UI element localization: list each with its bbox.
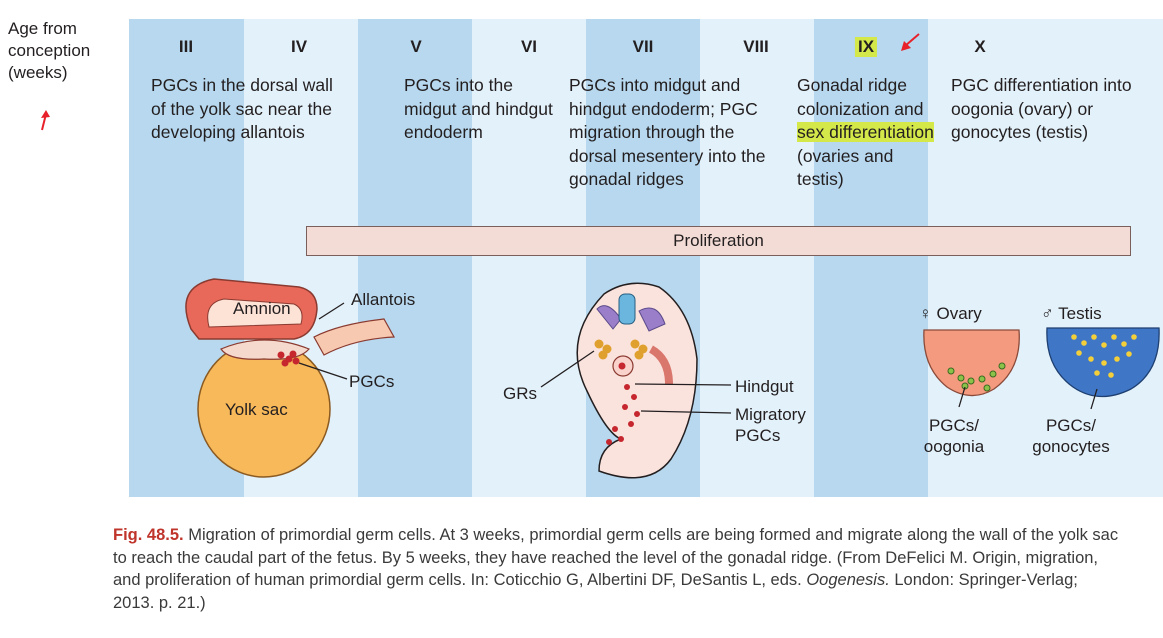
allantois-label: Allantois (351, 290, 416, 309)
week-label-iii: III (178, 37, 194, 56)
caption-text-end: London: Springer-Verlag; 2013. p. 21.) (113, 571, 1078, 612)
pgcs-oogonia-label: PGCs/ oogonia (923, 416, 985, 456)
ovary-label: ♀ Ovary (919, 304, 982, 323)
week-label-ix: IX (854, 37, 878, 57)
caption-italic-title: Oogenesis. (806, 571, 890, 589)
stage-description-3: PGCs into midgut and hindgut endoderm; P… (569, 75, 766, 189)
embryo-illustrations (185, 278, 1160, 479)
figure-number: Fig. 48.5. (113, 526, 184, 544)
age-axis-label: Age from conception (weeks) (8, 19, 91, 82)
week-band-ix (814, 19, 928, 497)
migratory-pgcs-label: Migratory PGCs (735, 405, 806, 445)
pgcs-label: PGCs (349, 372, 395, 391)
week-label-vi: VI (520, 37, 538, 56)
testis-illustration (1046, 327, 1160, 410)
week-label-iv: IV (290, 37, 308, 56)
ovary-illustration (923, 329, 1020, 408)
proliferation-bar: Proliferation (306, 226, 1131, 256)
week-band-viii (700, 19, 814, 497)
week-band-vi (472, 19, 586, 497)
pgcs-gonocytes-label: PGCs/ gonocytes (1032, 416, 1110, 456)
week-label-v: V (410, 37, 422, 56)
fetus-illustration (540, 282, 732, 479)
hindgut-label: Hindgut (735, 377, 794, 396)
figure-caption: Fig. 48.5. Migration of primordial germ … (113, 524, 1123, 614)
week-label-viii: VIII (743, 37, 769, 56)
stage-description-2: PGCs into the midgut and hindgut endoder… (404, 75, 553, 142)
week-band-v (358, 19, 472, 497)
annotation-arrow-icon-week-ix (901, 33, 920, 51)
stage-text-after: (ovaries and testis) (797, 145, 894, 190)
caption-text: Migration of primordial germ cells. At 3… (113, 526, 1119, 589)
grs-label: GRs (503, 384, 537, 403)
stage-description-4: Gonadal ridge colonization and sex diffe… (797, 74, 937, 192)
testis-label: ♂ Testis (1041, 304, 1102, 323)
week-band-x (928, 19, 1163, 497)
amnion-label: Amnion (233, 299, 291, 318)
stage-description-1: PGCs in the dorsal wall of the yolk sac … (151, 75, 333, 142)
stage-description-5: PGC differentiation into oogonia (ovary)… (951, 75, 1132, 142)
stage-text-before: Gonadal ridge colonization and (797, 75, 924, 119)
annotation-arrow-icon (41, 110, 50, 131)
early-embryo-illustration (185, 278, 395, 478)
yolk-sac-label: Yolk sac (225, 400, 288, 419)
timeline-panel: III IV V VI VII VIII IX X PGCs in the do… (129, 19, 1163, 497)
sex-differentiation-highlight: sex differentiation (797, 122, 934, 142)
week-label-vii: VII (632, 37, 654, 56)
week-label-x: X (974, 37, 986, 56)
